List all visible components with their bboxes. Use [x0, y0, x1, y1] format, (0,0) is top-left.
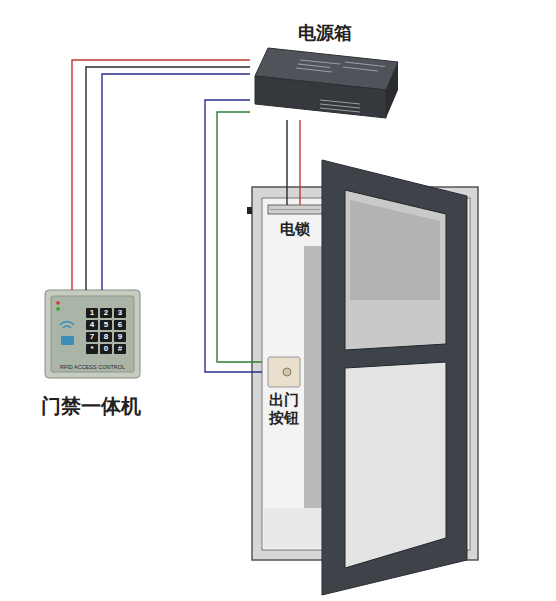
unit-face — [51, 296, 134, 372]
key-label: 9 — [114, 332, 126, 342]
led — [56, 301, 60, 305]
keypad — [86, 308, 126, 354]
wire-bundle — [287, 120, 300, 205]
rfid-symbol — [60, 322, 74, 328]
node-label: 出门 按钮 — [262, 391, 306, 427]
wire — [286, 120, 287, 205]
key-label: 4 — [86, 320, 98, 330]
node-label: 电锁 — [268, 220, 322, 238]
lock-bar — [268, 205, 324, 214]
power-box-front — [255, 76, 386, 118]
led — [56, 307, 60, 311]
wire — [205, 100, 262, 372]
wire — [102, 74, 250, 290]
key-label: # — [114, 344, 126, 354]
glass-shade — [350, 200, 440, 300]
power-box: 电源箱 — [250, 20, 400, 120]
key-label: 2 — [100, 308, 112, 318]
button-plate — [268, 357, 300, 387]
latch — [247, 207, 252, 214]
key-label: * — [86, 344, 98, 354]
power-box-marks — [296, 60, 385, 112]
unit-housing — [45, 290, 140, 378]
key-label: 0 — [100, 344, 112, 354]
key-label: 1 — [86, 308, 98, 318]
device-text: RFID ACCESS CONTROL — [51, 363, 134, 371]
wire — [72, 60, 250, 290]
key-label: 3 — [114, 308, 126, 318]
key-label: 7 — [86, 332, 98, 342]
door-leaf — [322, 160, 467, 595]
exit-button: 出门 按钮 — [262, 357, 306, 433]
electric-lock: 电锁 — [268, 205, 322, 242]
key-label: 6 — [114, 320, 126, 330]
node-label: 电源箱 — [250, 22, 400, 44]
wire-bundle — [205, 100, 262, 372]
key-label: 8 — [100, 332, 112, 342]
access-control-unit: 门禁一体机 — [28, 290, 154, 422]
glass-upper — [345, 190, 446, 350]
button-knob — [283, 368, 291, 376]
node-label: 门禁一体机 — [28, 394, 154, 418]
card-symbol — [61, 336, 74, 345]
power-box-side — [386, 62, 398, 118]
glass-lower — [345, 362, 446, 568]
wire — [217, 112, 262, 362]
wire — [299, 120, 300, 205]
key-label: 5 — [100, 320, 112, 330]
lock-line — [270, 209, 320, 210]
wire-bundle — [72, 60, 250, 290]
